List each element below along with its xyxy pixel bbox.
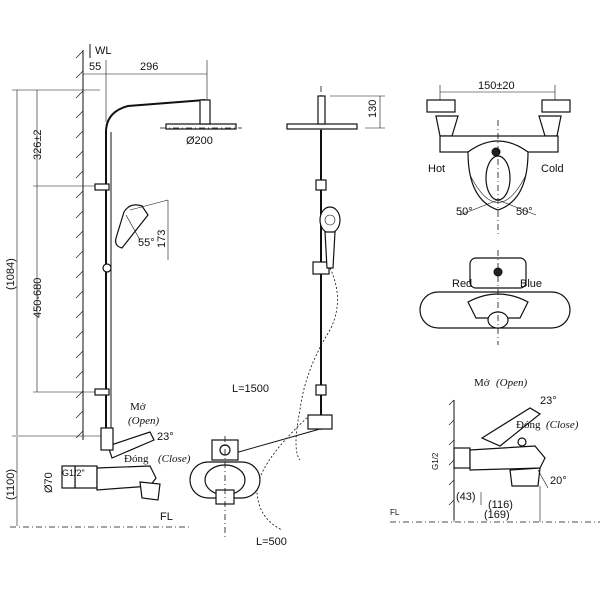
fl-right-label: FL: [390, 508, 400, 517]
mixer-handle-side: [107, 431, 155, 459]
plan-view: 150±20 Hot Cold 50° 50°: [426, 80, 571, 235]
close-label-right: Đóng: [516, 419, 541, 431]
open-label-right-en: (Open): [496, 377, 527, 389]
side-elevation-view: WL 55 296 326±2 450-680 (1084) Ø200 5: [5, 44, 242, 528]
hot-inlet-flange: [426, 99, 456, 113]
open-label-right: Mở: [474, 377, 490, 389]
close-label-en: (Close): [158, 453, 191, 465]
shower-hose: [295, 267, 338, 461]
cold-inlet-flange: [541, 99, 571, 113]
rain-head-front: [286, 123, 358, 130]
swing-right-dim: 50°: [516, 206, 533, 218]
hand-shower-front: [319, 206, 341, 234]
depth-116-dim: (116): [488, 499, 513, 511]
arm-length-dim: 296: [140, 61, 158, 73]
fl-left-label: FL: [160, 511, 173, 523]
depth-43-dim: (43): [456, 491, 476, 503]
wl-label: WL: [95, 45, 112, 57]
mixer-handle-open: [480, 407, 542, 447]
spout-angle-dim: 20°: [550, 475, 567, 487]
angle-open-right-dim: 23°: [540, 395, 557, 407]
front-elevation-view: 130 L=1500 L=500: [189, 86, 385, 548]
mixer-side-detail: G1/2 Mở (Open) 23° Đóng (Close) 20° (43)…: [390, 377, 600, 523]
depth-169-dim: (169): [484, 509, 510, 521]
head-diameter-dim: Ø200: [186, 135, 213, 147]
thread-left-dim: G1/2": [62, 468, 85, 478]
open-label: Mở: [130, 401, 146, 413]
angle-open-left-dim: 23°: [157, 431, 174, 443]
thread-right-dim: G1/2: [431, 452, 440, 470]
slide-range-dim: 450-680: [32, 278, 44, 318]
close-label-right-en: (Close): [546, 419, 579, 431]
blue-label: Blue: [520, 278, 542, 290]
head-drop-dim: 130: [367, 100, 379, 118]
open-label-en: (Open): [128, 415, 159, 427]
handshower-length-dim: 173: [156, 230, 168, 248]
hose-length-main-dim: L=1500: [232, 383, 269, 395]
mixer-front: [189, 436, 261, 540]
red-label: Red: [452, 278, 472, 290]
head-height-dim: 326±2: [32, 129, 44, 160]
body-diameter-dim: Ø70: [43, 472, 55, 493]
floor-height-dim: (1100): [5, 469, 17, 500]
mixer-front-detail: Red Blue: [419, 250, 571, 345]
cold-label: Cold: [541, 163, 564, 175]
swing-left-dim: 50°: [456, 206, 473, 218]
hose-length-short-dim: L=500: [256, 536, 287, 548]
close-label: Đóng: [124, 453, 149, 465]
total-height-dim: (1084): [5, 258, 17, 290]
wall-hatch: [75, 50, 84, 440]
wall-offset-dim: 55: [89, 61, 101, 73]
handle-spacing-dim: 150±20: [478, 80, 515, 92]
handshower-angle-dim: 55°: [138, 237, 155, 249]
hot-label: Hot: [428, 163, 445, 175]
